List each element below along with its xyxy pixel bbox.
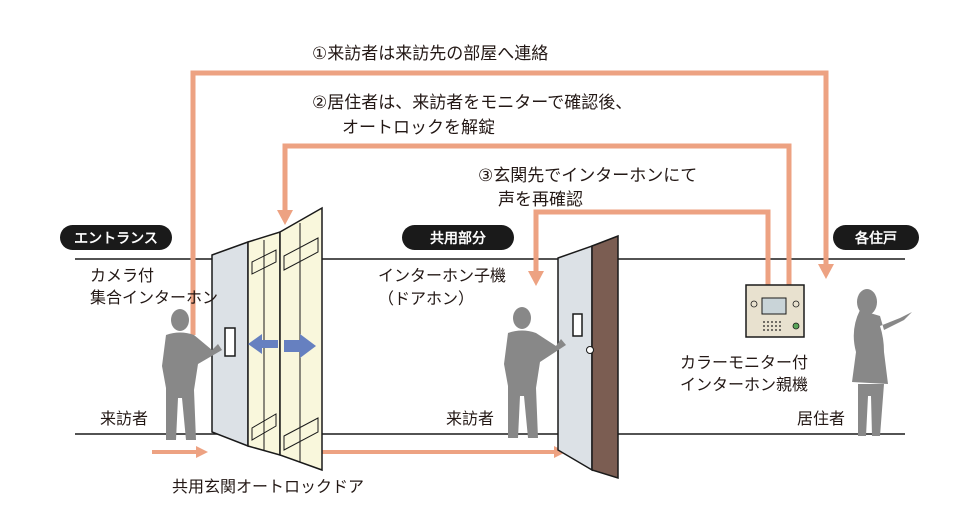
zone-label-common: 共用部分 xyxy=(430,230,486,247)
step2-arrowhead xyxy=(277,210,293,225)
resident-label: 居住者 xyxy=(797,409,845,428)
visitor-common-figure xyxy=(504,307,566,438)
step1-arrow xyxy=(190,70,829,335)
step3-arrowhead xyxy=(528,271,544,286)
visitor-common-label: 来訪者 xyxy=(446,409,494,428)
step1-arrowhead xyxy=(818,264,834,279)
step1-text: ①来訪者は来訪先の部屋へ連絡 xyxy=(312,44,548,64)
handset-label-line1: インターホン子機 xyxy=(378,266,506,285)
slide-right-arrow-icon xyxy=(284,334,316,358)
camera-intercom-label-line2: 集合インターホン xyxy=(90,288,218,307)
step3-text-line2: 声を再確認 xyxy=(498,190,583,210)
zone-label-residence: 各住戸 xyxy=(854,230,897,247)
zone-label-entrance: エントランス xyxy=(74,231,158,247)
unit-door-leaf xyxy=(591,234,619,480)
door-handset-panel xyxy=(572,313,583,337)
zone-badge-entrance: エントランス xyxy=(60,225,172,250)
camera-intercom-label-line1: カメラ付 xyxy=(90,266,154,285)
zone-badge-common: 共用部分 xyxy=(402,225,514,250)
step2-arrow xyxy=(282,143,792,286)
unit-door xyxy=(557,234,619,480)
visitor-entrance-label: 来訪者 xyxy=(100,409,148,428)
step2-text-line2: オートロックを解錠 xyxy=(342,118,495,138)
walk-arrowhead-entrance xyxy=(196,446,208,458)
autolock-door xyxy=(211,206,323,472)
handset-label-line2: （ドアホン） xyxy=(378,289,474,308)
autolock-door-label: 共用玄関オートロックドア xyxy=(172,477,364,496)
visitor-entrance-figure xyxy=(162,309,222,440)
slide-left-arrow-icon xyxy=(248,334,278,354)
unit-door-frame xyxy=(557,244,593,472)
master-monitor-unit xyxy=(745,284,805,338)
door-knob xyxy=(586,346,594,354)
monitor-label-line1: カラーモニター付 xyxy=(680,353,808,372)
step3-arrow xyxy=(533,209,771,286)
step3-text-line1: ③玄関先でインターホンにて xyxy=(478,166,697,186)
resident-figure xyxy=(852,289,912,436)
monitor-label-line2: インターホン親機 xyxy=(680,375,808,394)
step2-text-line1: ②居住者は、来訪者をモニターで確認後、 xyxy=(312,93,632,113)
monitor-screen xyxy=(761,297,787,315)
camera-intercom-panel xyxy=(224,327,236,357)
zone-badge-residence: 各住戸 xyxy=(833,225,919,250)
